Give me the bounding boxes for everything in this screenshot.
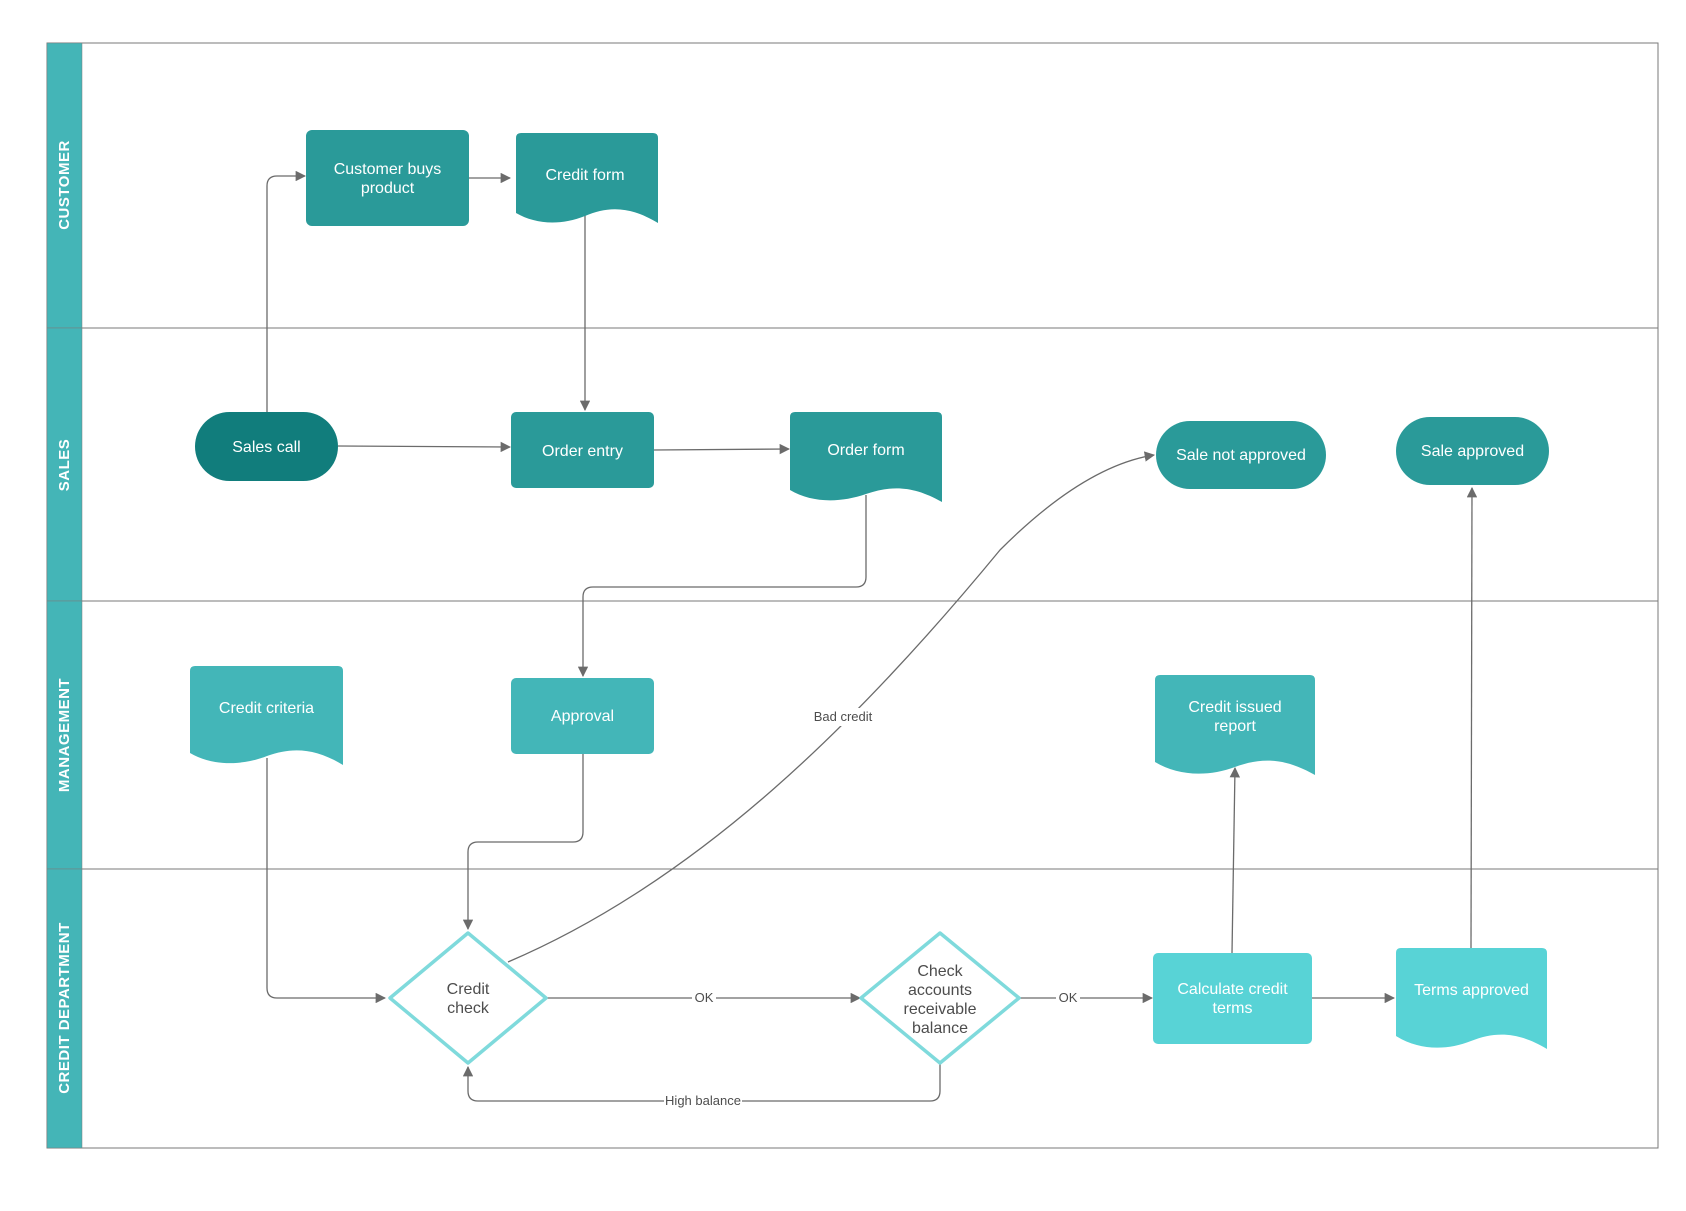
node-label-line: Credit (447, 981, 490, 998)
node-label-line: report (1214, 718, 1256, 735)
node-order-form[interactable]: Order form (790, 412, 942, 502)
node-label-line: Customer buys (334, 161, 442, 178)
process-shape (511, 412, 654, 488)
edge-sales-call-to-customer-buys (266, 170, 307, 412)
lane-title: SALES (56, 439, 73, 492)
node-terms-approved[interactable]: Terms approved (1396, 948, 1547, 1049)
lane-header (46, 42, 83, 329)
node-sale-approved[interactable]: Sale approved (1396, 417, 1549, 485)
edge-label-text: OK (1059, 990, 1078, 1005)
node-label-line: check (447, 1000, 490, 1017)
node-label-line: Check (917, 963, 963, 980)
node-label: Sales call (232, 439, 300, 456)
edge-terms-approved-to-sale-approved (1466, 486, 1478, 949)
node-label-line: balance (912, 1020, 968, 1037)
edge-label-bg (808, 708, 878, 726)
document-shape (516, 133, 658, 223)
edge-credit-criteria-to-credit-check (266, 758, 387, 1004)
node-label: Order entry (542, 443, 623, 460)
edge-label-bg (692, 989, 716, 1007)
node-calculate-credit-terms[interactable]: Calculate credit terms (1153, 953, 1312, 1044)
edge-label-bad-credit: Bad credit (808, 708, 878, 726)
node-label-line: Calculate credit (1177, 981, 1288, 998)
document-shape (1155, 675, 1315, 775)
lane-credit-department: CREDIT DEPARTMENT (46, 868, 83, 1149)
node-label: Credit form (545, 167, 624, 184)
terminator-shape (1156, 421, 1326, 489)
node-label: Approval (551, 708, 614, 725)
lane-title: CREDIT DEPARTMENT (56, 922, 73, 1094)
edge-label-text: Bad credit (814, 709, 873, 724)
node-order-entry[interactable]: Order entry (511, 412, 654, 488)
edge-label-bg (1056, 989, 1080, 1007)
node-label-line: accounts (908, 982, 972, 999)
node-credit-check[interactable]: Credit check (388, 931, 548, 1065)
lane-header (46, 327, 83, 602)
node-check-accounts-receivable-balance[interactable]: Check accounts receivable balance (859, 931, 1021, 1065)
edge-label-ok-2: OK (1056, 989, 1080, 1007)
edge-label-bg (664, 1092, 742, 1110)
edge-label-text: High balance (665, 1093, 741, 1108)
edge-credit-check-to-sale-not-approved (507, 451, 1156, 963)
node-label-line: Credit issued (1188, 699, 1281, 716)
node-credit-form[interactable]: Credit form (516, 133, 658, 223)
node-credit-criteria[interactable]: Credit criteria (190, 666, 343, 765)
lane-title: CUSTOMER (56, 140, 73, 230)
decision-shape (388, 931, 548, 1065)
node-label: Terms approved (1414, 982, 1529, 999)
edge-approval-to-credit-check (462, 754, 584, 931)
node-credit-issued-report[interactable]: Credit issued report (1155, 675, 1315, 775)
lane-customer: CUSTOMER (46, 42, 83, 329)
edge-order-entry-to-order-form (653, 443, 791, 455)
lane-header (46, 600, 83, 870)
process-shape (306, 130, 469, 226)
lane-title: MANAGEMENT (56, 678, 73, 792)
node-customer-buys-product[interactable]: Customer buys product (306, 130, 469, 226)
edge-label-ok-1: OK (692, 989, 716, 1007)
edge-sales-call-to-order-entry (337, 441, 512, 453)
node-label: Sale not approved (1176, 447, 1306, 464)
edge-calculate-terms-to-credit-issued-report (1229, 766, 1241, 954)
edge-label-text: OK (695, 990, 714, 1005)
node-label-line: terms (1213, 1000, 1253, 1017)
node-label: Order form (827, 442, 904, 459)
node-label: Sale approved (1421, 443, 1524, 460)
terminator-shape (195, 412, 338, 481)
node-approval[interactable]: Approval (511, 678, 654, 754)
decision-shape (859, 931, 1021, 1065)
edge-label-high-balance: High balance (664, 1092, 742, 1110)
node-sale-not-approved[interactable]: Sale not approved (1156, 421, 1326, 489)
node-label-line: product (361, 180, 415, 197)
document-shape (1396, 948, 1547, 1049)
lane-management: MANAGEMENT (46, 600, 83, 870)
process-shape (1153, 953, 1312, 1044)
edge-order-form-to-approval (577, 495, 867, 678)
terminator-shape (1396, 417, 1549, 485)
node-label: Credit criteria (219, 700, 314, 717)
process-shape (511, 678, 654, 754)
node-sales-call[interactable]: Sales call (195, 412, 338, 481)
lane-sales: SALES (46, 327, 83, 602)
document-shape (190, 666, 343, 765)
document-shape (790, 412, 942, 502)
node-label-line: receivable (904, 1001, 977, 1018)
lane-header (46, 868, 83, 1149)
